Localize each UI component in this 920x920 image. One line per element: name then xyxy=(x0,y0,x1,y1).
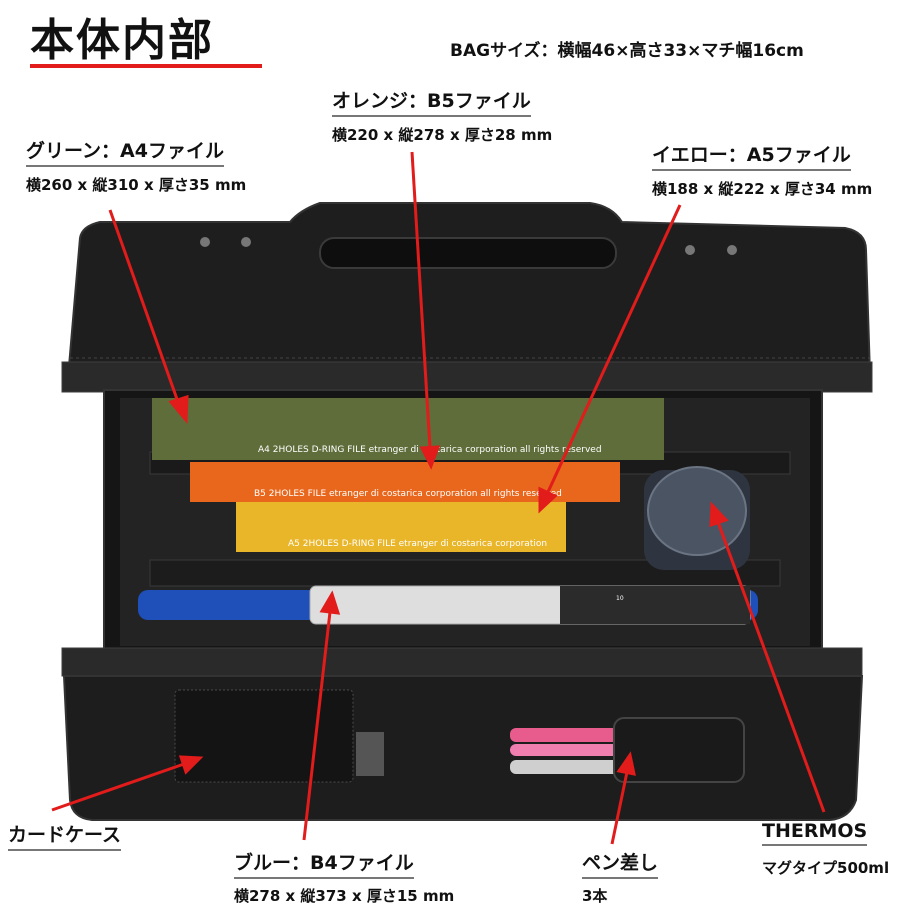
orange-file-print: B5 2HOLES FILE etranger di costarica cor… xyxy=(254,489,562,499)
thermos-label: THERMOS xyxy=(762,820,868,846)
svg-text:10: 10 xyxy=(616,595,624,602)
callout-arrows xyxy=(51,151,826,845)
rivet xyxy=(200,237,210,247)
yellow-file xyxy=(236,502,566,552)
bag-size-text: BAGサイズ：横幅46×高さ33×マチ幅16cm xyxy=(450,41,804,61)
bag-lid xyxy=(66,202,872,380)
pen xyxy=(510,744,622,756)
green-file-dims: 横260 x 縦310 x 厚さ35 mm xyxy=(26,176,247,194)
yellow-file-label: イエロー：A5ファイル xyxy=(652,140,851,171)
yellow-file-print: A5 2HOLES D-RING FILE etranger di costar… xyxy=(288,539,547,549)
page-title: 本体内部 xyxy=(30,15,214,66)
blue-file-dims: 横278 x 縦373 x 厚さ15 mm xyxy=(234,887,455,905)
rivet xyxy=(685,245,695,255)
pen-holder-label: ペン差し xyxy=(582,848,659,879)
pen xyxy=(510,728,630,742)
handle-hole xyxy=(319,237,617,269)
lid-rim xyxy=(61,361,873,393)
front-rim xyxy=(61,647,863,677)
orange-file-label: オレンジ：B5ファイル xyxy=(332,86,531,117)
yellow-file-dims: 横188 x 縦222 x 厚さ34 mm xyxy=(652,180,873,198)
rivet xyxy=(727,245,737,255)
card xyxy=(356,732,384,776)
title-underline xyxy=(30,64,262,68)
green-file xyxy=(152,398,664,460)
rivet xyxy=(241,237,251,247)
thermos-lid xyxy=(647,466,747,556)
pen-holder xyxy=(613,717,745,783)
blue-file-label: ブルー：B4ファイル xyxy=(234,848,414,879)
pen-holder-dims: 3本 xyxy=(582,887,608,905)
card-case-label: カードケース xyxy=(8,820,122,851)
pen xyxy=(510,760,620,774)
orange-file-dims: 横220 x 縦278 x 厚さ28 mm xyxy=(332,126,553,144)
thermos-dims: マグタイプ500ml xyxy=(762,859,890,877)
green-file-label: グリーン：A4ファイル xyxy=(26,136,224,167)
card-pocket xyxy=(174,689,354,783)
